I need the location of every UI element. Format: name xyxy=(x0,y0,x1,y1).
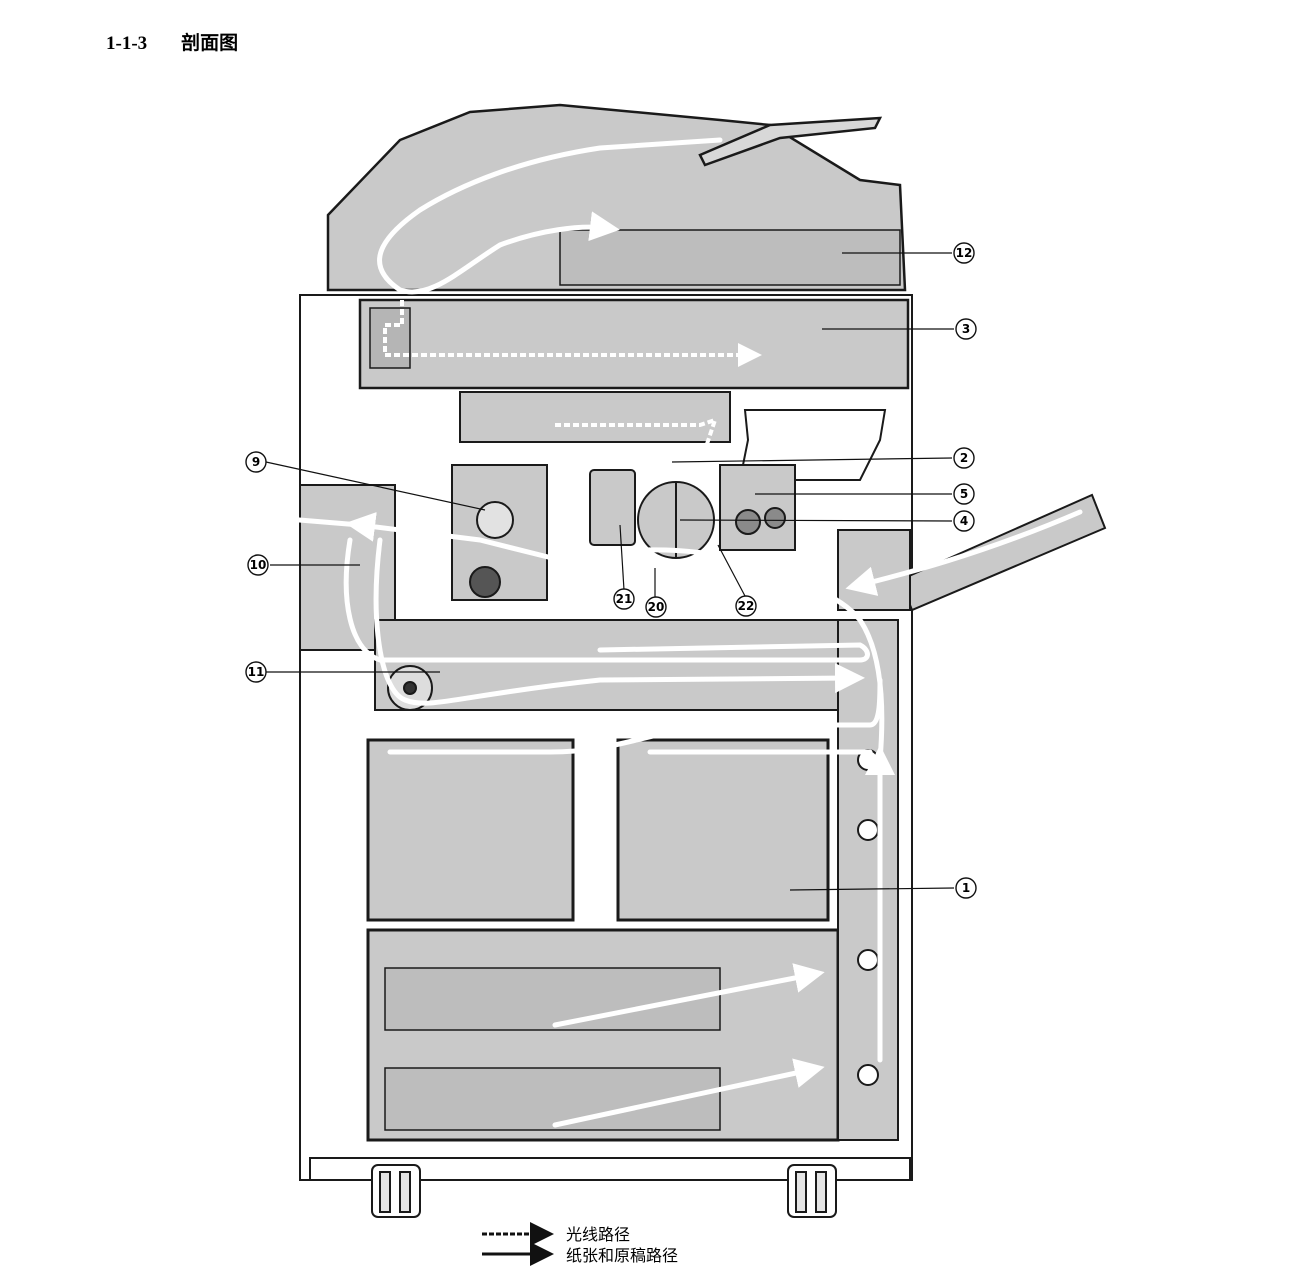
document-processor xyxy=(326,103,907,292)
svg-text:12: 12 xyxy=(956,246,973,260)
svg-text:4: 4 xyxy=(960,514,968,528)
svg-text:5: 5 xyxy=(960,487,968,501)
right-feed-column xyxy=(837,619,899,1141)
svg-text:11: 11 xyxy=(248,665,265,679)
svg-text:20: 20 xyxy=(648,600,665,614)
scanner-unit xyxy=(358,298,910,390)
laser-scanner-unit xyxy=(459,391,731,443)
callouts: 12 3 2 5 4 9 10 11 21 20 22 1 xyxy=(245,242,977,899)
svg-text:10: 10 xyxy=(250,558,267,572)
callout-20: 20 xyxy=(645,596,667,618)
section-number: 1-1-3 xyxy=(106,33,148,54)
svg-text:9: 9 xyxy=(252,455,260,469)
lower-cassettes xyxy=(366,928,840,1142)
drum-unit xyxy=(589,464,796,559)
callout-22: 22 xyxy=(735,595,757,617)
leader-2 xyxy=(671,457,953,463)
leader-21 xyxy=(619,524,625,591)
legend-light-path: 光线路径 xyxy=(482,1222,630,1246)
svg-text:3: 3 xyxy=(962,322,970,336)
callout-12: 12 xyxy=(953,242,975,264)
svg-text:1: 1 xyxy=(962,881,970,895)
svg-text:2: 2 xyxy=(960,451,968,465)
paper-path xyxy=(260,137,1083,1128)
callout-1: 1 xyxy=(955,877,977,899)
light-path xyxy=(383,300,762,477)
callout-21: 21 xyxy=(613,588,635,610)
callout-5: 5 xyxy=(953,483,975,505)
legend-paper-path: 纸张和原稿路径 xyxy=(482,1242,678,1266)
leader-1 xyxy=(789,887,955,891)
fuser-unit xyxy=(451,464,548,601)
section-heading: 1-1-3 剖面图 xyxy=(106,28,238,55)
svg-text:22: 22 xyxy=(738,599,755,613)
conveying-section xyxy=(374,619,866,711)
caster-left xyxy=(371,1164,421,1218)
toner-container-area xyxy=(738,409,887,481)
svg-text:纸张和原稿路径: 纸张和原稿路径 xyxy=(566,1246,678,1265)
section-title: 剖面图 xyxy=(181,32,239,54)
leader-9 xyxy=(265,461,486,511)
callout-4: 4 xyxy=(953,510,975,532)
callout-2: 2 xyxy=(953,447,975,469)
callout-9: 9 xyxy=(245,451,267,473)
svg-text:21: 21 xyxy=(616,592,633,606)
caster-right xyxy=(787,1164,837,1218)
callout-11: 11 xyxy=(245,661,267,683)
callout-10: 10 xyxy=(247,554,269,576)
svg-text:光线路径: 光线路径 xyxy=(566,1225,630,1244)
legend: 光线路径 纸张和原稿路径 xyxy=(482,1222,678,1266)
callout-3: 3 xyxy=(955,318,977,340)
leader-22 xyxy=(717,544,746,597)
leader-4 xyxy=(679,519,953,522)
callout-leaders xyxy=(265,252,955,891)
